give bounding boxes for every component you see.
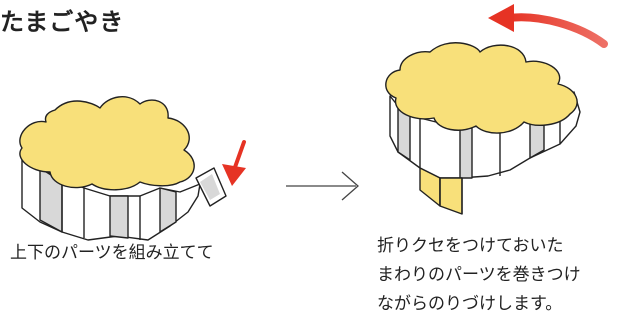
flower-shaped-box-wrapping-icon xyxy=(385,42,581,215)
step1-caption: 上下のパーツを組み立てて xyxy=(10,243,214,263)
page-title: たまごやき xyxy=(0,8,125,36)
step2-caption: 折りクセをつけておいた まわりのパーツを巻きつけ ながらのりづけします。 xyxy=(377,232,581,319)
red-rotate-arrow-icon xyxy=(488,4,608,48)
step2-caption-line: まわりのパーツを巻きつけ xyxy=(377,265,581,285)
step2-caption-line: ながらのりづけします。 xyxy=(377,294,563,314)
red-push-arrow-icon xyxy=(222,140,246,186)
right-arrow-icon xyxy=(286,171,359,201)
flower-shaped-box-assembly-icon xyxy=(19,96,227,241)
step2-caption-line: 折りクセをつけておいた xyxy=(377,236,564,256)
